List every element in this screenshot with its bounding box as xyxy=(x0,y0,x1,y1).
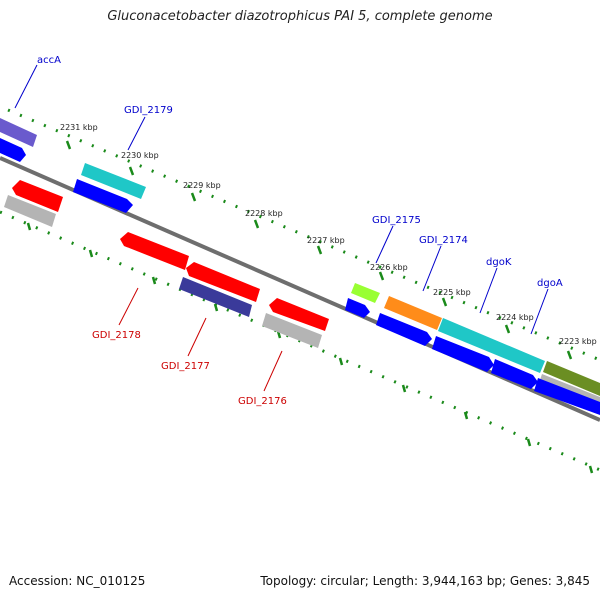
leader-line xyxy=(118,287,139,326)
major-tick xyxy=(566,350,573,360)
major-tick xyxy=(504,324,511,334)
forward-features xyxy=(0,118,600,415)
outer-major-ticks xyxy=(65,140,573,360)
leader-line xyxy=(479,267,498,314)
gene-feature-purple xyxy=(0,118,37,147)
gene-feature-orange xyxy=(384,296,442,330)
gene-feature-red xyxy=(269,298,329,331)
gene-label-top: accA xyxy=(37,55,61,66)
leader-line xyxy=(375,225,394,264)
inner-major-tick xyxy=(463,411,469,420)
gene-feature-cyan xyxy=(438,318,545,373)
gene-feature-blue xyxy=(345,298,370,318)
gene-feature-grey xyxy=(262,313,322,348)
leader-line xyxy=(127,116,146,151)
gene-feature-red xyxy=(12,180,63,212)
gene-label-top: GDI_2175 xyxy=(372,215,421,226)
gene-label-bottom: GDI_2178 xyxy=(92,330,141,341)
inner-tick-line xyxy=(0,210,600,472)
major-tick xyxy=(441,297,448,307)
inner-major-tick xyxy=(401,384,407,393)
gene-feature-blue xyxy=(0,138,26,162)
inner-major-tick xyxy=(338,357,344,366)
major-tick xyxy=(316,245,323,255)
gene-label-top: GDI_2179 xyxy=(124,105,173,116)
gene-feature-cyan xyxy=(81,163,146,199)
scale-label: 2224 kbp xyxy=(496,313,534,322)
scale-label: 2230 kbp xyxy=(121,151,159,160)
gene-feature-blue xyxy=(73,179,133,213)
scale-label: 2229 kbp xyxy=(183,181,221,190)
scale-label: 2226 kbp xyxy=(370,263,408,272)
leader-line xyxy=(530,288,549,335)
gene-feature-red xyxy=(120,232,189,270)
gene-feature-blue xyxy=(376,313,432,346)
gene-feature-blue xyxy=(491,359,538,389)
gene-feature-grey xyxy=(4,195,56,227)
gene-label-top: dgoA xyxy=(537,278,563,289)
leader-line xyxy=(263,350,283,392)
scale-label: 2228 kbp xyxy=(245,209,283,218)
gene-feature-lime xyxy=(351,283,380,303)
major-tick xyxy=(190,192,197,202)
major-tick xyxy=(378,271,385,281)
inner-major-tick xyxy=(526,438,532,447)
scale-label: 2223 kbp xyxy=(559,337,597,346)
leader-line xyxy=(14,64,38,109)
inner-scale-ticks xyxy=(0,210,600,474)
scale-label: 2227 kbp xyxy=(307,236,345,245)
gene-label-bottom: GDI_2176 xyxy=(238,396,287,407)
inner-major-tick xyxy=(26,222,32,231)
gene-feature-blue xyxy=(432,336,494,372)
gene-feature-navy xyxy=(179,277,252,317)
gene-feature-red xyxy=(186,262,260,302)
scale-label: 2225 kbp xyxy=(433,288,471,297)
leader-line xyxy=(422,245,442,292)
leader-line xyxy=(187,317,207,357)
gene-feature-blue xyxy=(534,378,600,415)
footer-topology: Topology: circular; Length: 3,944,163 bp… xyxy=(260,574,590,588)
footer-accession: Accession: NC_010125 xyxy=(9,574,146,588)
inner-major-tick xyxy=(588,465,594,474)
gene-feature-olive xyxy=(543,361,600,396)
gene-label-bottom: GDI_2177 xyxy=(161,361,210,372)
inner-major-tick xyxy=(213,303,219,312)
gene-label-top: dgoK xyxy=(486,257,512,268)
scale-label: 2231 kbp xyxy=(60,123,98,132)
inner-major-tick xyxy=(151,276,157,285)
major-tick xyxy=(253,219,260,229)
major-tick xyxy=(128,166,135,176)
gene-label-top: GDI_2174 xyxy=(419,235,468,246)
major-tick xyxy=(65,140,72,150)
inner-major-tick xyxy=(88,249,94,258)
page-title: Gluconacetobacter diazotrophicus PAI 5, … xyxy=(107,9,493,24)
